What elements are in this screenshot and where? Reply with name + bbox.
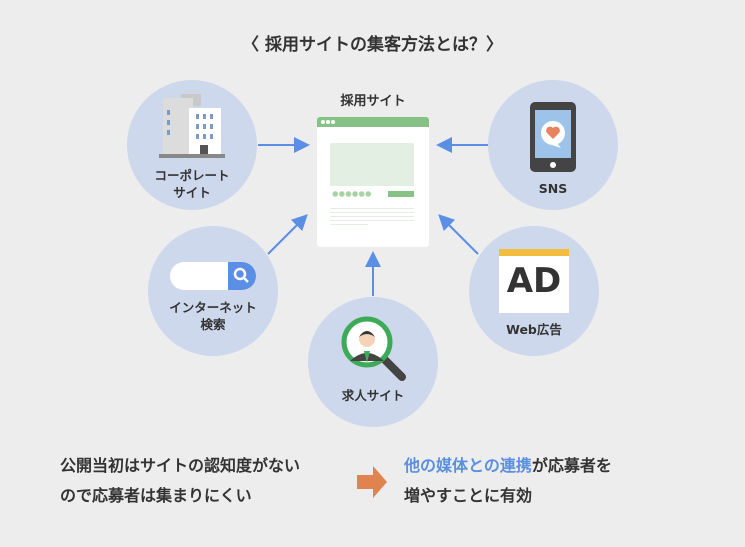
- ad-banner-icon: AD: [499, 249, 569, 313]
- solution-highlight: 他の媒体との連携: [404, 456, 532, 475]
- building-icon: [159, 94, 225, 158]
- sns-label: SNS: [538, 181, 568, 196]
- arrow-ad: [438, 214, 479, 255]
- job-site-label: 求人サイト: [341, 388, 405, 403]
- web-ad-label: Web広告: [506, 322, 562, 337]
- node-corporate-site: コーポレート サイト: [127, 80, 257, 210]
- node-web-ad: AD Web広告: [469, 226, 599, 356]
- problem-line-1: 公開当初はサイトの認知度がない: [60, 456, 301, 475]
- magnifier-person-icon: [341, 316, 406, 381]
- node-job-site: 求人サイト: [308, 297, 438, 427]
- center-label: 採用サイト: [340, 94, 406, 109]
- corporate-label-1: コーポレート: [154, 168, 230, 183]
- recruit-site-mockup: [317, 117, 429, 247]
- smartphone-icon: [530, 102, 576, 172]
- node-internet-search: インターネット 検索: [148, 226, 278, 356]
- arrow-internet: [267, 214, 308, 255]
- solution-line-2: 増やすことに有効: [404, 486, 533, 505]
- problem-text: 公開当初はサイトの認知度がない ので応募者は集まりにくい: [60, 451, 300, 511]
- page-title: 〈 採用サイトの集客方法とは？〉: [242, 35, 503, 55]
- solution-text: 他の媒体との連携が応募者を 増やすことに有効: [404, 451, 612, 511]
- corporate-label-2: サイト: [173, 185, 211, 200]
- problem-line-2: ので応募者は集まりにくい: [60, 486, 252, 505]
- arrow-right-icon: [357, 466, 387, 498]
- node-sns: SNS: [488, 80, 618, 210]
- internet-label-1: インターネット: [169, 300, 257, 315]
- search-icon: [228, 262, 256, 290]
- solution-line-1-rest: が応募者を: [531, 456, 612, 475]
- internet-label-2: 検索: [200, 317, 226, 332]
- ad-icon-text: AD: [506, 261, 562, 301]
